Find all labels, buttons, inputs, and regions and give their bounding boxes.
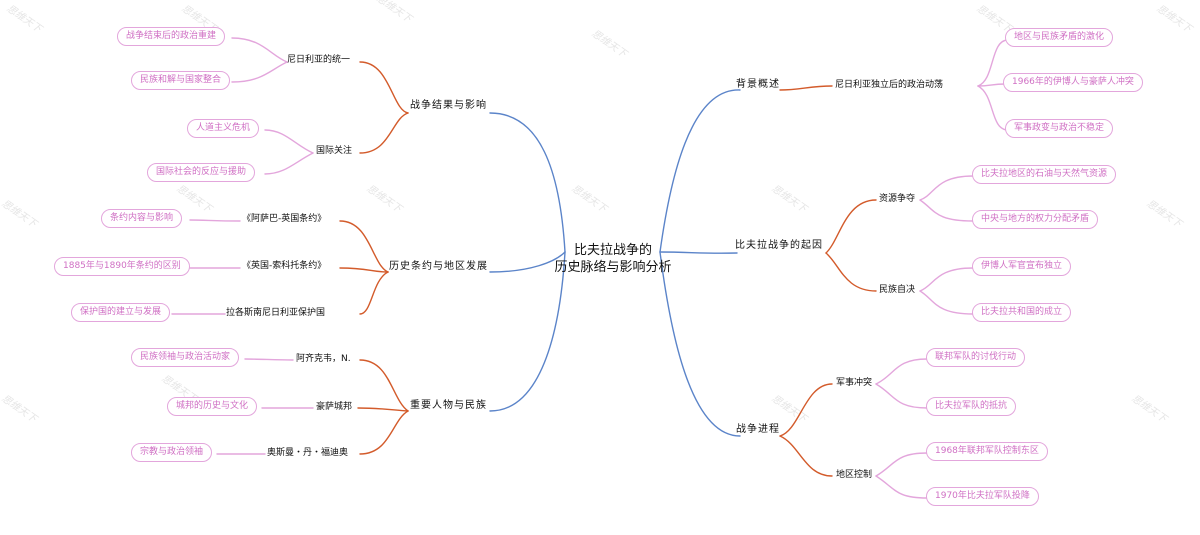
link-root-war <box>659 251 741 437</box>
subtopic-usman-dan-fodio[interactable]: 奥斯曼・丹・福迪奥 <box>267 448 349 458</box>
link-results-unity <box>359 61 409 114</box>
link-self-leaf1 <box>919 267 974 292</box>
link-bg-leaf3 <box>977 85 1009 131</box>
root-title-line1: 比夫拉战争的 <box>573 243 652 258</box>
link-people-p2 <box>357 407 409 412</box>
leaf-federal-offensive[interactable]: 联邦军队的讨伐行动 <box>926 348 1026 367</box>
leaf-postwar-reconstruction[interactable]: 战争结束后的政治重建 <box>117 27 226 46</box>
leaf-city-state-history[interactable]: 城邦的历史与文化 <box>167 397 258 416</box>
link-res-leaf1 <box>919 175 974 201</box>
leaf-oil-gas[interactable]: 比夫拉地区的石油与天然气资源 <box>972 165 1117 184</box>
subtopic-hausa-city-states[interactable]: 豪萨城邦 <box>316 402 353 412</box>
link-war-region <box>779 435 833 477</box>
subtopic-sokoto-treaty[interactable]: 《英国-索科托条约》 <box>242 261 327 271</box>
link-people-p1 <box>359 359 409 412</box>
leaf-humanitarian-crisis[interactable]: 人道主义危机 <box>187 119 260 138</box>
topic-results-impact[interactable]: 战争结果与影响 <box>410 100 487 111</box>
link-bg-leaf1 <box>977 39 1009 87</box>
link-war-military <box>779 383 833 437</box>
link-root-background <box>659 89 741 253</box>
leaf-international-aid[interactable]: 国际社会的反应与援助 <box>147 163 256 182</box>
subtopic-resources[interactable]: 资源争夺 <box>879 194 916 204</box>
leaf-1968-east-control[interactable]: 1968年联邦军队控制东区 <box>926 442 1048 461</box>
leaf-protectorate-development[interactable]: 保护国的建立与发展 <box>71 303 171 322</box>
subtopic-political-turmoil[interactable]: 尼日利亚独立后的政治动荡 <box>835 80 944 90</box>
link-unity-leaf2 <box>231 61 288 83</box>
link-root-people <box>489 251 566 412</box>
topic-background[interactable]: 背景概述 <box>736 79 780 90</box>
leaf-igbo-independence[interactable]: 伊博人军官宣布独立 <box>972 257 1072 276</box>
link-unity-leaf1 <box>231 37 288 63</box>
root-topic[interactable]: 比夫拉战争的 历史脉络与影响分析 <box>543 242 683 276</box>
link-origins-resources <box>825 199 877 254</box>
leaf-biafra-resistance[interactable]: 比夫拉军队的抵抗 <box>926 397 1017 416</box>
link-intl-leaf1 <box>264 129 314 154</box>
link-results-intl <box>359 112 409 154</box>
link-self-leaf2 <box>919 290 974 315</box>
link-reg-leaf1 <box>875 452 928 477</box>
link-root-results <box>489 112 566 253</box>
leaf-1970-surrender[interactable]: 1970年比夫拉军队投降 <box>926 487 1039 506</box>
subtopic-azikiwe[interactable]: 阿齐克韦，N. <box>296 354 351 364</box>
link-root-origins <box>659 251 738 254</box>
leaf-power-distribution[interactable]: 中央与地方的权力分配矛盾 <box>972 210 1099 229</box>
link-reg-leaf2 <box>875 475 928 499</box>
link-mil-leaf1 <box>875 358 928 385</box>
link-treaties-t2 <box>339 267 389 273</box>
link-res-leaf2 <box>919 199 974 222</box>
leaf-national-leader[interactable]: 民族领袖与政治活动家 <box>131 348 240 367</box>
leaf-religious-leader[interactable]: 宗教与政治领袖 <box>131 443 213 462</box>
leaf-1966-conflict[interactable]: 1966年的伊博人与豪萨人冲突 <box>1003 73 1143 92</box>
link-intl-leaf2 <box>264 152 314 175</box>
subtopic-lagos-protectorate[interactable]: 拉各斯南尼日利亚保护国 <box>226 308 326 318</box>
subtopic-nigeria-unity[interactable]: 尼日利亚的统一 <box>287 55 351 65</box>
topic-origins[interactable]: 比夫拉战争的起因 <box>735 240 823 251</box>
link-t1-leaf <box>189 219 241 222</box>
link-bg-leaf2 <box>977 83 1006 87</box>
link-root-treaties <box>489 251 566 273</box>
subtopic-military-conflict[interactable]: 军事冲突 <box>836 378 873 388</box>
topic-people-ethnicities[interactable]: 重要人物与民族 <box>410 400 487 411</box>
leaf-treaty-content[interactable]: 条约内容与影响 <box>101 209 183 228</box>
leaf-military-coups[interactable]: 军事政变与政治不稳定 <box>1005 119 1114 138</box>
leaf-1885-1890-difference[interactable]: 1885年与1890年条约的区别 <box>54 257 190 276</box>
subtopic-asaba-treaty[interactable]: 《阿萨巴-英国条约》 <box>242 214 327 224</box>
link-treaties-t3 <box>359 271 389 315</box>
topic-war-progress[interactable]: 战争进程 <box>736 424 780 435</box>
leaf-biafra-republic[interactable]: 比夫拉共和国的成立 <box>972 303 1072 322</box>
subtopic-international-attention[interactable]: 国际关注 <box>316 146 353 156</box>
link-p1-leaf <box>244 358 294 361</box>
topic-treaties[interactable]: 历史条约与地区发展 <box>389 261 488 272</box>
leaf-reconciliation[interactable]: 民族和解与国家整合 <box>131 71 231 90</box>
leaf-ethnic-conflict[interactable]: 地区与民族矛盾的激化 <box>1005 28 1114 47</box>
link-people-p3 <box>359 410 409 455</box>
subtopic-self-determination[interactable]: 民族自决 <box>879 285 916 295</box>
root-title-line2: 历史脉络与影响分析 <box>554 260 672 275</box>
link-mil-leaf2 <box>875 383 928 409</box>
link-origins-selfdet <box>825 252 877 292</box>
link-treaties-t1 <box>339 220 389 273</box>
subtopic-regional-control[interactable]: 地区控制 <box>836 470 873 480</box>
link-background-sub <box>779 85 833 91</box>
